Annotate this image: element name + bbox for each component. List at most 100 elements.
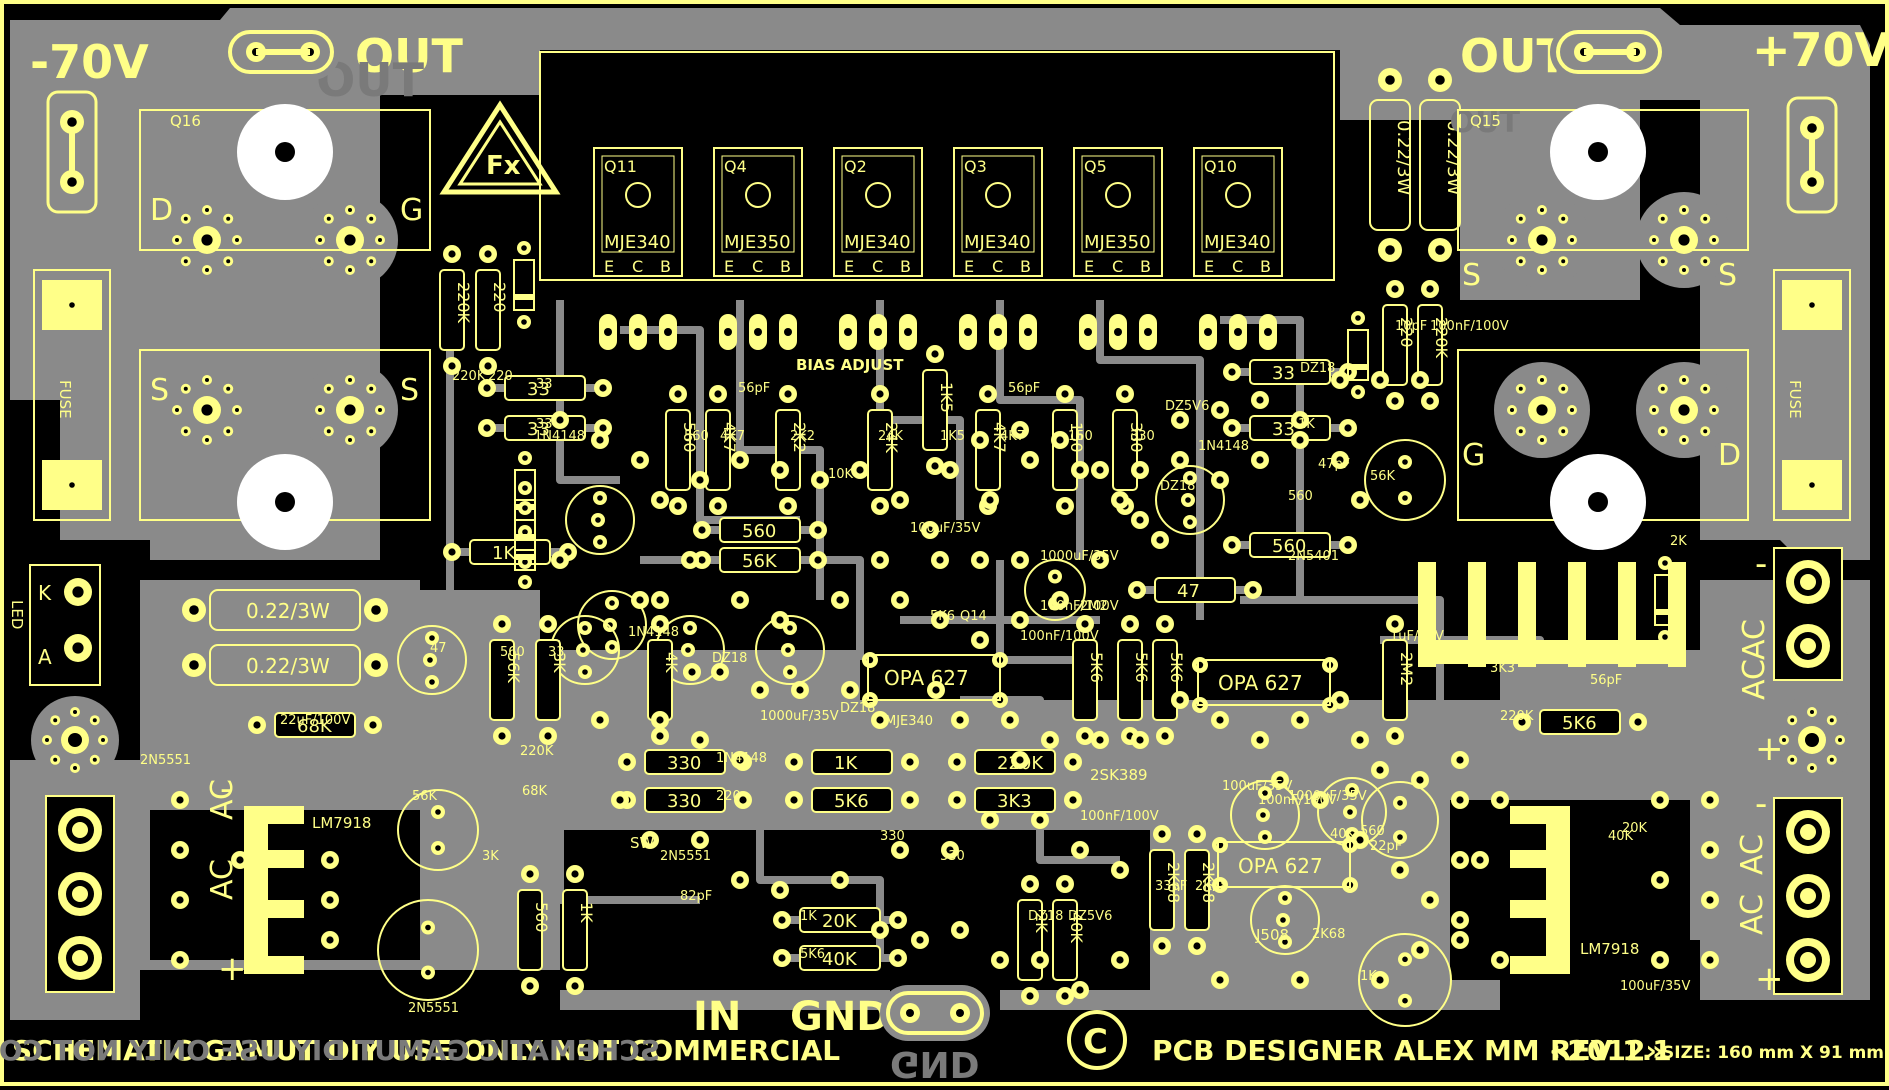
- silk-value: 560: [1360, 824, 1385, 839]
- silk-value: 2N5551: [408, 1001, 459, 1016]
- via: [1826, 754, 1837, 765]
- via-pad: [681, 551, 699, 569]
- via-pad: [1351, 731, 1369, 749]
- opamp-3-label: OPA 627: [1238, 854, 1323, 878]
- pad: [1121, 615, 1139, 633]
- pad: [1800, 116, 1824, 140]
- silk-value: 1N4148: [628, 625, 679, 640]
- svg-text:Fx: Fx: [486, 151, 521, 181]
- pad: [1805, 478, 1819, 492]
- pad: [1223, 363, 1241, 381]
- via-pad: [1071, 461, 1089, 479]
- resistor-value: 47: [1177, 581, 1200, 602]
- silk-value: 40K: [1330, 827, 1356, 842]
- via-pad: [1251, 451, 1269, 469]
- via-pad: [1701, 841, 1719, 859]
- resistor-value: 33: [1272, 363, 1295, 384]
- via-pad: [1491, 951, 1509, 969]
- via-pad: [891, 841, 909, 859]
- silk-value: DZ5V6: [1068, 909, 1112, 924]
- footer-left-text: SCHEMATIC GAMUT DIY USE ONLY NOT COMMERC…: [12, 1034, 840, 1067]
- resistor: [665, 409, 691, 491]
- power-fet-left: Q16: [139, 104, 431, 550]
- resistor: [625, 749, 745, 775]
- pad: [1056, 987, 1074, 1005]
- via-pad: [651, 711, 669, 729]
- pad: [1223, 419, 1241, 437]
- silk-value: 33: [536, 377, 553, 392]
- via-pad: [691, 471, 709, 489]
- terminal-right-top: [1773, 547, 1843, 681]
- silk-value: 2N5551: [140, 753, 191, 768]
- polarity-label: +: [1755, 729, 1784, 769]
- via-pad: [981, 491, 999, 509]
- via-pad: [991, 951, 1009, 969]
- pad: [618, 753, 636, 771]
- via-pad: [791, 681, 809, 699]
- via: [202, 205, 212, 215]
- via: [1787, 715, 1798, 726]
- resistor: [955, 787, 1075, 813]
- pad: [785, 753, 803, 771]
- pad: [979, 385, 997, 403]
- pad: [364, 716, 382, 734]
- silk-value: 1000uF/35V: [760, 709, 839, 724]
- polarity-label: -: [1755, 544, 1767, 584]
- resistor-value: 24K: [882, 422, 901, 453]
- resistor: [1230, 359, 1350, 385]
- bias-adjust-label: BIAS ADJUST: [796, 356, 904, 374]
- pad: [65, 298, 79, 312]
- warning-logo-icon: Fx: [439, 100, 561, 195]
- via-pad: [551, 411, 569, 429]
- pad: [1048, 569, 1062, 584]
- pad: [1428, 68, 1452, 92]
- via-pad: [1451, 851, 1469, 869]
- resistor-value: 560: [532, 902, 551, 933]
- terminal-right-ac: [1773, 797, 1843, 995]
- polarity-label: -: [1755, 784, 1767, 824]
- via-pad: [1001, 711, 1019, 729]
- silk-value: DZ18: [840, 701, 875, 716]
- footer-rev: REV 1.1: [1550, 1034, 1672, 1067]
- via-pad: [1471, 851, 1489, 869]
- footer-size: SIZE: 160 mm X 91 mm: [1662, 1043, 1884, 1063]
- resistor-value: 0.22/3W: [246, 599, 330, 623]
- electrolytic-cap: [377, 899, 479, 1001]
- silk-value: 47: [430, 641, 447, 656]
- via-pad: [1111, 861, 1129, 879]
- via: [1709, 405, 1719, 415]
- via-pad: [321, 891, 339, 909]
- pad: [593, 491, 607, 505]
- fet-pin: [336, 226, 364, 254]
- silk-value: 100nF/100V: [1430, 319, 1509, 334]
- via: [366, 256, 377, 267]
- polarity-label: +: [218, 949, 247, 989]
- silk-value: 220K: [520, 744, 554, 759]
- via-pad: [631, 591, 649, 609]
- via-pad: [691, 731, 709, 749]
- pin-label: B: [780, 257, 791, 276]
- fet-pin-label: D: [150, 193, 173, 228]
- via: [180, 213, 191, 224]
- via-pad: [871, 921, 889, 939]
- pad: [779, 385, 797, 403]
- pin-label: C: [1112, 257, 1123, 276]
- silk-value: 33: [548, 645, 565, 660]
- via-pad: [1011, 551, 1029, 569]
- pad: [1398, 952, 1412, 967]
- small-transistor: [1155, 465, 1225, 535]
- via: [1700, 256, 1711, 267]
- silk-value: DZ18: [712, 651, 747, 666]
- pad: [1386, 727, 1404, 745]
- pad: [576, 643, 590, 657]
- silk-value: 56pF: [1590, 673, 1622, 688]
- pad: [683, 621, 697, 635]
- power-pos-label: +70V: [1752, 23, 1889, 77]
- via-pad: [1051, 591, 1069, 609]
- silk-value: 220: [716, 789, 741, 804]
- transistor-q5: [1073, 147, 1163, 350]
- transistor-ref: Q5: [1084, 157, 1107, 176]
- pad: [1276, 913, 1290, 927]
- silk-value: 33pF: [1155, 879, 1187, 894]
- via: [1779, 735, 1789, 745]
